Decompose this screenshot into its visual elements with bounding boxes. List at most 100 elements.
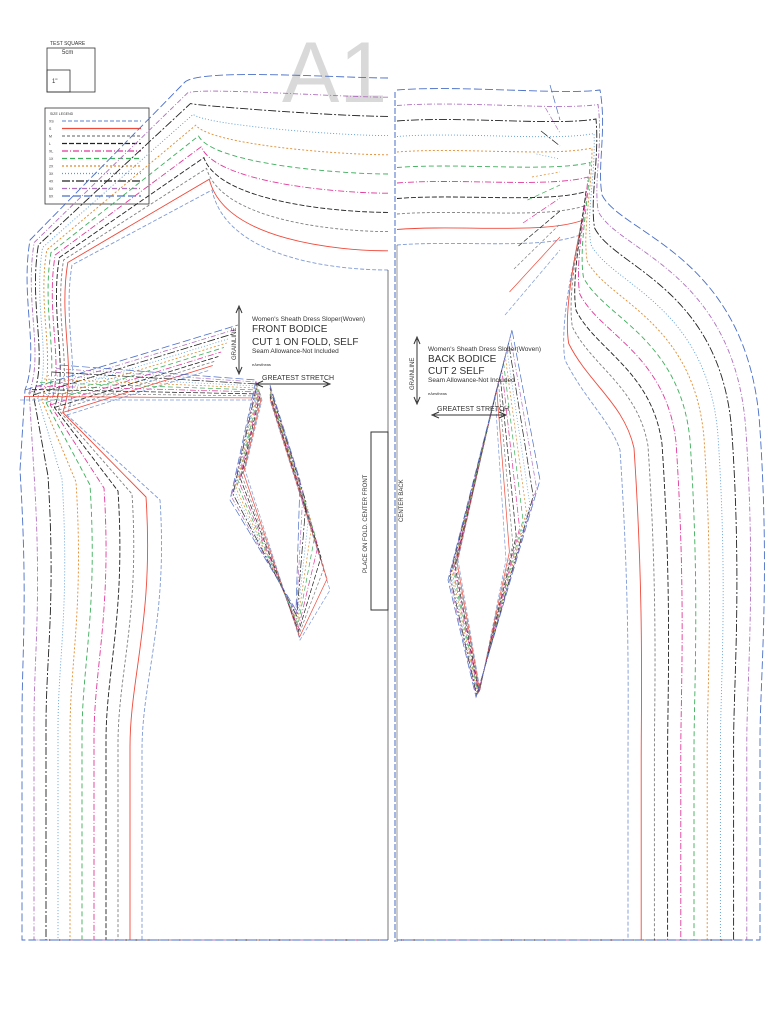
front-bodice-piece: PLACE ON FOLD. CENTER FRONT GRAINLINE Wo… [19, 74, 389, 941]
sheet-watermark: A1 [282, 25, 387, 121]
front-armhole-line [33, 333, 233, 396]
center-back-label: CENTER BACK [399, 479, 405, 522]
back-shoulder-dart-line [527, 184, 561, 201]
back-size-outline [396, 88, 765, 941]
size-legend-label: 3X [49, 172, 54, 176]
back-dart-line [456, 388, 510, 691]
front-size-outlines [19, 74, 389, 941]
size-legend-label: XS [49, 120, 54, 124]
size-legend-label: XL [49, 150, 53, 154]
front-grainline-arrowheads [235, 304, 243, 376]
back-size-outline [396, 132, 724, 941]
front-armhole-line [45, 347, 225, 403]
front-armhole-line [50, 351, 222, 406]
front-size-outline [19, 74, 389, 941]
size-legend-label: L [49, 142, 51, 146]
front-size-outline [45, 135, 389, 941]
front-dart-line [59, 364, 301, 612]
back-size-outline [396, 103, 752, 941]
back-size-outline [396, 161, 697, 941]
front-armhole-line [29, 329, 236, 393]
back-size-outline [396, 205, 656, 941]
size-legend-rows: XS SML XL 1X 2X 3X 4X 5X 6X [49, 120, 141, 199]
back-bodice-piece: CENTER BACK GRAINLINE Women's Sheath Dre… [394, 84, 765, 942]
front-size-outline [49, 146, 389, 941]
front-dart-lines [20, 364, 331, 641]
front-piece-name: FRONT BODICE [252, 324, 328, 335]
front-dart-line [39, 382, 316, 627]
back-dart-line [451, 355, 527, 695]
front-stretch-label: GREATEST STRETCH [262, 375, 334, 382]
back-grainline-label: GRAINLINE [410, 358, 416, 390]
size-legend-label: M [49, 135, 52, 139]
size-legend: SIZE LEGEND XS SML XL 1X 2X 3X 4X 5X 6X [44, 107, 150, 205]
front-size-outline [37, 113, 389, 941]
test-square-metric-label: 5cm [62, 50, 73, 56]
front-dart-line [43, 378, 313, 624]
front-seam-note: Seam Allowance-Not Included [252, 348, 339, 355]
front-sloper-title: Women's Sheath Dress Sloper(Woven) [252, 316, 365, 323]
size-legend-label: 4X [49, 180, 54, 184]
back-size-outline [396, 234, 629, 941]
size-legend-label: S [49, 127, 52, 131]
front-armhole-line [66, 369, 211, 416]
fold-label: PLACE ON FOLD. CENTER FRONT [363, 474, 369, 573]
size-legend-heading: SIZE LEGEND [50, 112, 74, 116]
back-shoulder-dart-line [513, 223, 561, 270]
back-shoulder-dart-line [522, 197, 561, 224]
back-stretch-arrowheads [430, 411, 508, 419]
front-dart-line [31, 389, 322, 633]
size-legend-label: 6X [49, 195, 54, 199]
front-dart-line [20, 399, 331, 641]
front-dart-line [47, 375, 310, 621]
front-dart-line [51, 371, 307, 618]
test-square-1in-box [46, 69, 71, 93]
back-shoulder-dart-line [549, 84, 561, 121]
back-shoulder-dart-line [531, 171, 561, 178]
back-size-outline [396, 147, 710, 941]
test-square-imperial-label: 1" [52, 79, 57, 85]
front-size-outline [32, 103, 389, 941]
back-size-outline [396, 219, 643, 941]
size-legend-label: 2X [49, 165, 54, 169]
back-cut-instruction: CUT 2 SELF [428, 366, 485, 377]
front-size-outline [66, 189, 389, 941]
back-shoulder-dart-line [540, 130, 561, 147]
back-sloper-title: Women's Sheath Dress Sloper(Woven) [428, 346, 541, 353]
size-legend-box [44, 107, 150, 205]
front-dart-line [55, 368, 304, 615]
back-size-outlines [396, 84, 765, 941]
back-dart-line [457, 394, 507, 691]
size-legend-label: 5X [49, 187, 54, 191]
back-shoulder-dart-line [509, 236, 561, 293]
front-armhole-line [41, 342, 227, 401]
back-stretch-label: GREATEST STRETCH [437, 406, 509, 413]
back-shoulder-dart-line [518, 210, 561, 247]
back-size-outline [396, 190, 670, 941]
front-size-outline [58, 167, 389, 941]
front-grainline-label: GRAINLINE [232, 328, 238, 360]
front-stretch-arrowheads [254, 380, 332, 388]
front-size-outline [28, 90, 389, 941]
front-size-outline [53, 156, 389, 941]
back-small-note: eAestheas [428, 391, 447, 396]
back-shoulder-dart-line [536, 153, 561, 160]
back-shoulder-dart-line [545, 107, 561, 134]
back-dart-line [449, 342, 534, 696]
test-square: TEST SQUARE 5cm 1" [46, 41, 96, 93]
front-dart-line [35, 385, 319, 630]
back-shoulder-dart-line [504, 249, 561, 316]
front-armhole-line [24, 324, 239, 391]
back-dart-lines [447, 329, 541, 699]
back-piece-name: BACK BODICE [428, 354, 497, 365]
fold-bracket [370, 431, 389, 611]
size-legend-label: 1X [49, 157, 54, 161]
back-grainline-arrowheads [413, 335, 421, 406]
front-size-outline [62, 178, 389, 941]
front-size-outline [41, 124, 389, 941]
front-armhole-line [37, 338, 230, 398]
back-seam-note: Seam Allowance-Not Included [428, 377, 515, 384]
test-square-title: TEST SQUARE [50, 41, 86, 47]
front-cut-instruction: CUT 1 ON FOLD, SELF [252, 337, 359, 348]
